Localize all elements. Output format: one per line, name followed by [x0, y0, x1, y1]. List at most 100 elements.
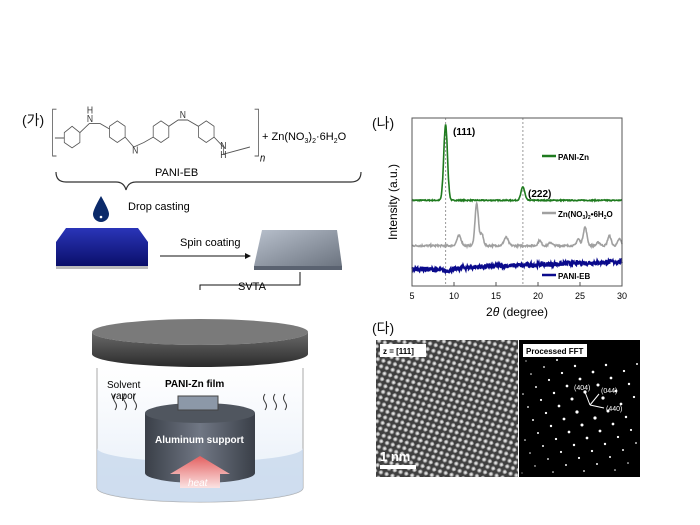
film-label: PANI-Zn film — [165, 379, 224, 390]
heat-label: heat — [188, 478, 209, 489]
drop-casting-label: Drop casting — [128, 201, 190, 213]
fft-spot — [554, 437, 558, 441]
fft-spot — [619, 402, 623, 406]
fft-spot — [527, 406, 529, 408]
spot-label-440: (440) — [606, 406, 622, 413]
spin-coated-film — [254, 230, 342, 266]
lid-top — [92, 319, 308, 345]
fft-spot — [543, 366, 545, 368]
x-tick-label: 20 — [533, 291, 543, 301]
fft-spot — [627, 382, 631, 386]
fft-spot — [583, 470, 585, 472]
panel-a-label: (가) — [22, 112, 45, 128]
fft-spot — [635, 442, 637, 444]
fft-spot — [585, 436, 589, 440]
fft-spot — [525, 360, 527, 362]
x-tick-label: 5 — [409, 291, 414, 301]
series-line-pani-eb — [411, 257, 623, 275]
y-axis-label: Intensity (a.u.) — [386, 164, 400, 240]
series-line-pani-zn — [411, 124, 623, 203]
atom-n-2: N — [132, 145, 138, 156]
fft-spot — [529, 452, 531, 454]
fft-spot — [562, 417, 566, 421]
fft-spot — [604, 363, 608, 367]
fft-spot — [539, 398, 543, 402]
fft-spot — [598, 429, 602, 433]
fft-spot — [575, 410, 579, 414]
fft-spot — [560, 371, 564, 375]
fft-spot — [609, 456, 611, 458]
precursor-drop-slab — [56, 228, 148, 266]
subscript-n: n — [260, 153, 266, 165]
plot-frame — [411, 117, 623, 287]
legend-zn-nitrate: Zn(NO3)2•6H2O — [558, 210, 613, 221]
x-tick-label: 10 — [449, 291, 459, 301]
support-label: Aluminum support — [155, 435, 245, 446]
x-tick-label: 30 — [617, 291, 627, 301]
scale-bar — [380, 465, 416, 469]
fft-spot — [552, 471, 554, 473]
reagent-formula: + Zn(NO3)2·6H2O — [262, 131, 347, 145]
series-line-zn-no3-2-6h2o — [411, 200, 623, 250]
legend-pani-zn: PANI-Zn — [558, 153, 589, 162]
atom-n-1: N — [87, 113, 93, 124]
fft-spot — [629, 428, 633, 432]
spot-label-044: (044) — [601, 388, 617, 395]
fft-spot — [535, 386, 537, 388]
peak-label-222: (222) — [528, 189, 551, 200]
atom-h-1: H — [87, 105, 93, 116]
scale-bar-label: 1 nm — [380, 449, 410, 464]
fft-spot — [580, 423, 584, 427]
fft-spot — [616, 435, 620, 439]
brace — [55, 171, 362, 191]
svta-label: SVTA — [238, 281, 267, 290]
fft-spot — [590, 449, 594, 453]
fft-spot — [524, 439, 526, 441]
fft-spot — [593, 416, 597, 420]
fft-spot — [578, 377, 582, 381]
heat-arrow-icon — [170, 456, 230, 488]
x-tick-label: 15 — [491, 291, 501, 301]
fft-spot — [547, 458, 549, 460]
fft-spot — [603, 442, 607, 446]
svta-chamber: Solvent vapor PANI-Zn film Aluminum supp… — [92, 319, 308, 503]
zone-axis-label: z = [111] — [383, 347, 414, 356]
fft-vector-arrows — [584, 391, 605, 409]
fft-spot — [624, 415, 628, 419]
fft-spot — [572, 443, 576, 447]
fft-spot — [577, 456, 581, 460]
fft-spot — [596, 463, 598, 465]
fft-spot — [565, 464, 567, 466]
fft-spot — [622, 449, 624, 451]
x-tick-label: 25 — [575, 291, 585, 301]
solvent-vapor-label-2: vapor — [111, 391, 137, 402]
peak-label-111: (111) — [453, 127, 475, 138]
droplet-icon — [93, 196, 109, 222]
fft-spot — [537, 432, 539, 434]
fft-spot — [559, 450, 563, 454]
fft-spot — [552, 391, 556, 395]
fft-spot — [530, 373, 532, 375]
atom-n-4: N — [220, 140, 226, 151]
fft-spot — [622, 369, 626, 373]
fft-spot — [570, 397, 574, 401]
spot-label-404: (404) — [574, 385, 590, 392]
fft-title: Processed FFT — [526, 347, 583, 356]
fft-spot — [567, 430, 571, 434]
hrtem-image: z = [111] 1 nm — [376, 340, 518, 477]
polymer-name: PANI-EB — [155, 167, 198, 179]
fft-image: Processed FFT (404) (044) (440) — [519, 340, 640, 477]
fft-spot — [632, 395, 636, 399]
fft-spot — [565, 384, 569, 388]
legend-pani-eb: PANI-EB — [558, 272, 591, 281]
fft-spot — [614, 389, 618, 393]
fft-spot — [611, 422, 615, 426]
aluminum-support — [145, 413, 255, 483]
solvent-vapor-label-1: Solvent — [107, 380, 141, 391]
fft-spot — [557, 404, 561, 408]
fft-spot — [522, 393, 524, 395]
panel-b-label: (나) — [372, 115, 395, 131]
fft-spot — [614, 469, 616, 471]
